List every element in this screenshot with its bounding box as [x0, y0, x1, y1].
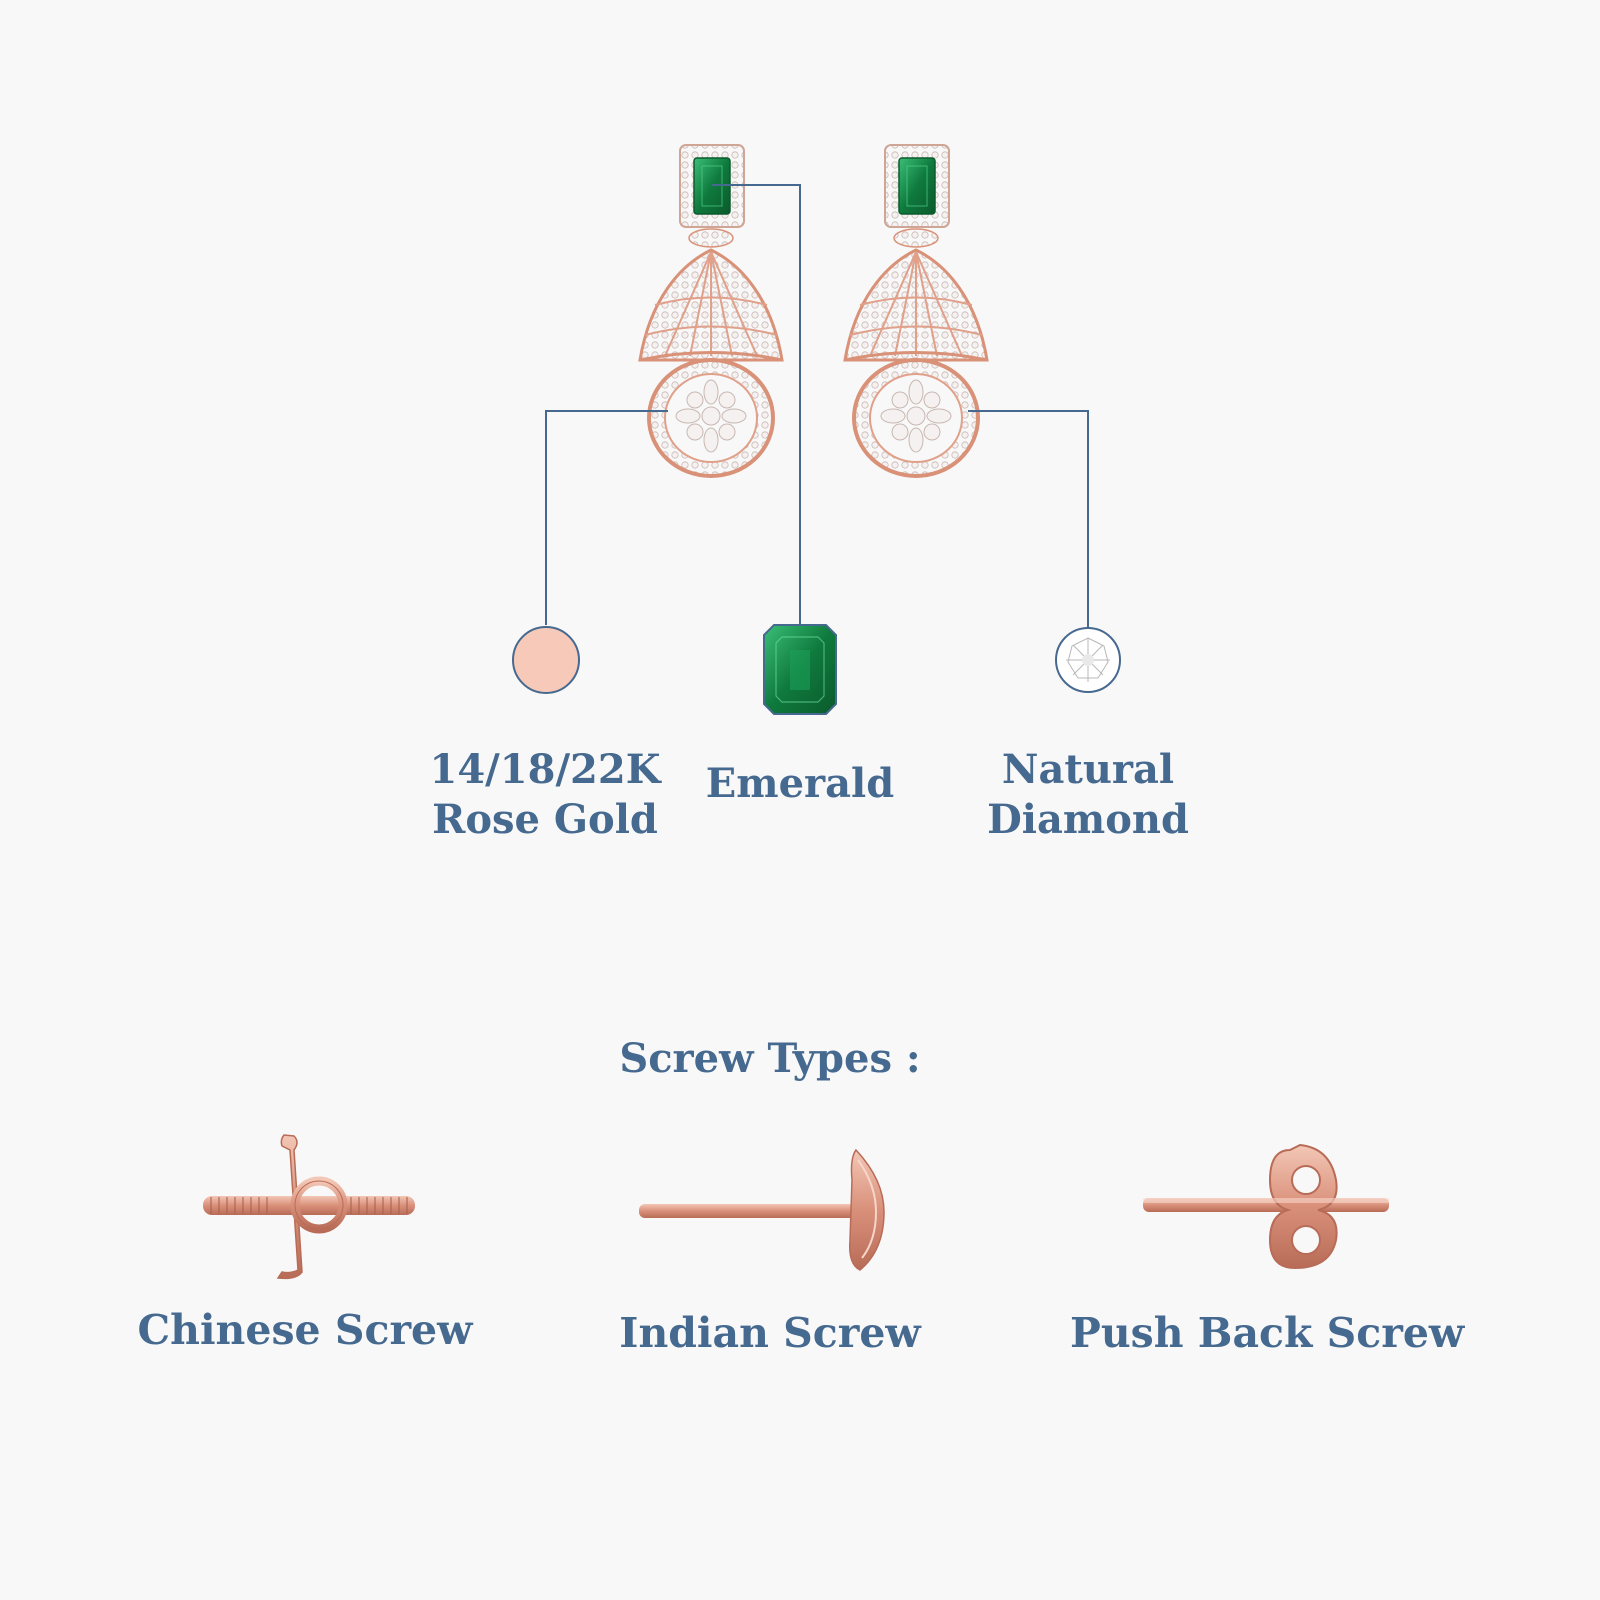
push-back-screw-label: Push Back Screw: [1070, 1309, 1465, 1357]
rose-gold-label: 14/18/22K Rose Gold: [400, 745, 690, 845]
rose-gold-label-line1: 14/18/22K: [429, 746, 661, 793]
chinese-screw-label: Chinese Screw: [137, 1306, 473, 1354]
push-back-screw-icon: [1143, 1143, 1389, 1270]
natural-diamond-label-line1: Natural: [1001, 746, 1175, 793]
chinese-screw-icon: [203, 1134, 415, 1280]
diamond-connector: [968, 410, 1089, 628]
rose-gold-label-line2: Rose Gold: [432, 796, 658, 843]
indian-screw-icon: [639, 1148, 885, 1271]
screw-types-title: Screw Types :: [619, 1035, 921, 1082]
gold-connector: [545, 410, 668, 625]
natural-diamond-label: Natural Diamond: [960, 745, 1216, 845]
earring-right: [843, 144, 989, 478]
connector-lines: [545, 184, 1089, 628]
emerald-label: Emerald: [705, 760, 895, 807]
diamond-gem-icon: [1055, 627, 1121, 693]
rose-gold-swatch-icon: [512, 626, 580, 694]
indian-screw-label: Indian Screw: [619, 1309, 921, 1357]
emerald-gem-icon: [763, 624, 837, 715]
emerald-connector: [712, 184, 801, 625]
earring-left: [638, 144, 784, 478]
natural-diamond-label-line2: Diamond: [987, 796, 1189, 843]
